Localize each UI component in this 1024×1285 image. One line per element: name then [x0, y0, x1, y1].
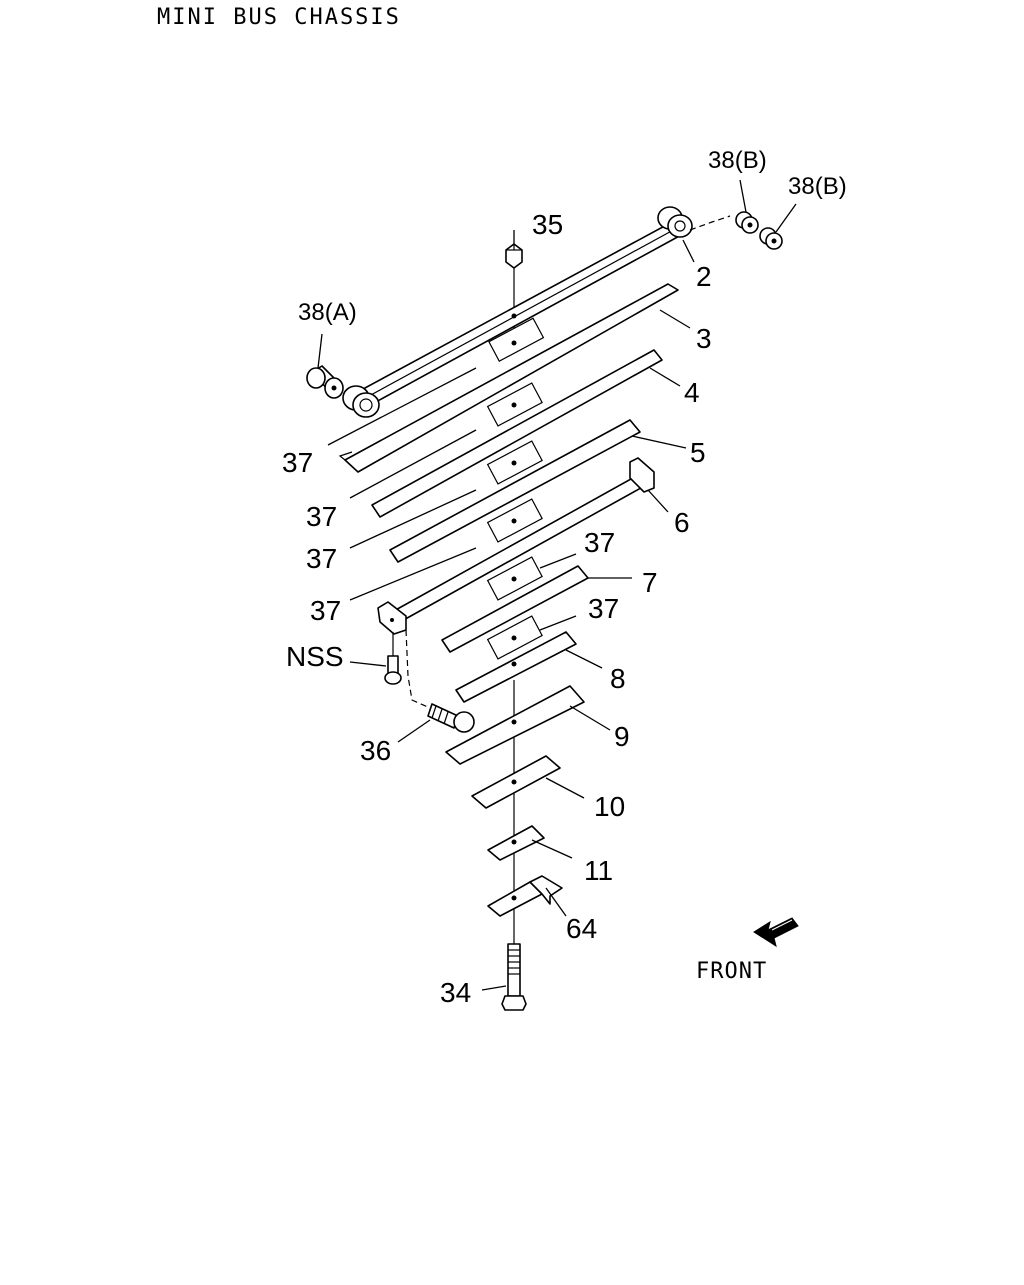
- bushing-38a-icon[interactable]: [306, 365, 344, 399]
- label-64: 64: [566, 913, 597, 944]
- main-leaf-part-2[interactable]: [351, 221, 684, 410]
- plate-part-10[interactable]: [471, 755, 561, 809]
- label-11: 11: [584, 855, 613, 886]
- front-label: FRONT: [696, 959, 767, 984]
- leaf-part-4[interactable]: [371, 349, 663, 518]
- nut-35-icon[interactable]: [505, 243, 523, 269]
- bracket-part-64[interactable]: [487, 875, 563, 917]
- bushing-38b-1-icon[interactable]: [735, 211, 759, 234]
- leaf-part-6[interactable]: [377, 457, 655, 635]
- leaf-part-5[interactable]: [389, 419, 641, 563]
- rear-eye-bushing-icon: [657, 206, 693, 238]
- nss-bolt-icon[interactable]: [384, 632, 402, 685]
- bushing-38b-2-icon[interactable]: [759, 227, 783, 250]
- label-34: 34: [440, 977, 471, 1008]
- plate-part-11[interactable]: [487, 825, 545, 861]
- label-37-b: 37: [306, 501, 337, 532]
- spacer-pad: [488, 317, 545, 362]
- label-37-e: 37: [584, 527, 615, 558]
- label-37-c: 37: [306, 543, 337, 574]
- diagram-title: MINI BUS CHASSIS: [157, 5, 401, 30]
- label-nss: NSS: [286, 641, 344, 672]
- bolt-36-icon[interactable]: [427, 703, 475, 733]
- label-38b-2: 38(B): [788, 173, 847, 200]
- leader-lines: [317, 179, 797, 991]
- leaf-part-8[interactable]: [455, 631, 577, 703]
- label-35: 35: [532, 209, 563, 240]
- label-8: 8: [610, 663, 626, 694]
- label-3: 3: [696, 323, 712, 354]
- label-36: 36: [360, 735, 391, 766]
- label-38b-1: 38(B): [708, 147, 767, 174]
- label-38a: 38(A): [298, 299, 357, 326]
- label-5: 5: [690, 437, 706, 468]
- front-arrow-icon: [753, 917, 799, 948]
- part-labels: 38(B) 38(B) 35 2 38(A) 3 4 5 6 37 37 37 …: [282, 147, 847, 1008]
- label-37-a: 37: [282, 447, 313, 478]
- front-eye-bushing-icon: [342, 385, 380, 418]
- label-7: 7: [642, 567, 658, 598]
- label-2: 2: [696, 261, 712, 292]
- label-6: 6: [674, 507, 690, 538]
- label-10: 10: [594, 791, 625, 822]
- label-37-f: 37: [588, 593, 619, 624]
- center-bolt-34-icon[interactable]: [501, 943, 527, 1011]
- label-4: 4: [684, 377, 700, 408]
- label-37-d: 37: [310, 595, 341, 626]
- label-9: 9: [614, 721, 630, 752]
- plate-part-9[interactable]: [445, 685, 585, 765]
